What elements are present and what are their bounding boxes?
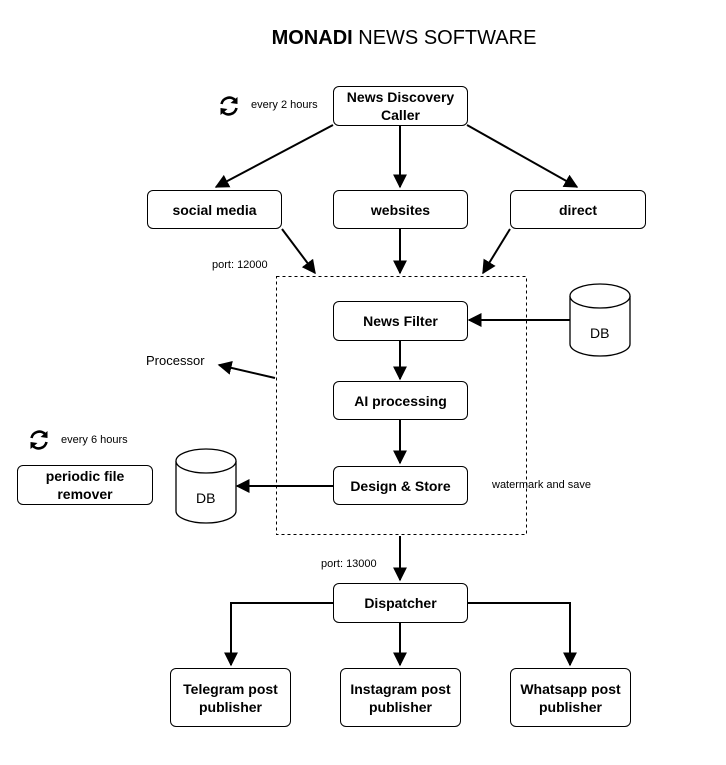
news-filter-node[interactable]: News Filter bbox=[333, 301, 468, 341]
news-discovery-caller-node[interactable]: News Discovery Caller bbox=[333, 86, 468, 126]
direct-node[interactable]: direct bbox=[510, 190, 646, 229]
schedule-label-2h: every 2 hours bbox=[251, 99, 318, 111]
db-cylinder-right bbox=[569, 283, 631, 357]
arrow-processor-label bbox=[217, 361, 276, 379]
db-label-left: DB bbox=[196, 490, 216, 506]
arrow-dispatcher-whatsapp bbox=[467, 602, 577, 667]
arrow-dispatcher-telegram bbox=[224, 602, 333, 667]
instagram-publisher-node[interactable]: Instagram post publisher bbox=[340, 668, 461, 727]
db-label-right: DB bbox=[590, 325, 610, 341]
port-label-13000: port: 13000 bbox=[321, 558, 377, 570]
websites-node[interactable]: websites bbox=[333, 190, 468, 229]
social-media-node[interactable]: social media bbox=[147, 190, 282, 229]
db-cylinder-left bbox=[175, 448, 237, 524]
processor-label: Processor bbox=[146, 353, 205, 368]
design-store-node[interactable]: Design & Store bbox=[333, 466, 468, 505]
schedule-label-6h: every 6 hours bbox=[61, 434, 128, 446]
refresh-icon bbox=[30, 430, 48, 450]
watermark-label: watermark and save bbox=[492, 479, 592, 491]
arrow-social-processor bbox=[281, 228, 316, 275]
periodic-file-remover-node[interactable]: periodic file remover bbox=[17, 465, 153, 505]
ai-processing-node[interactable]: AI processing bbox=[333, 381, 468, 420]
dispatcher-node[interactable]: Dispatcher bbox=[333, 583, 468, 623]
port-label-12000: port: 12000 bbox=[212, 259, 268, 271]
refresh-icon bbox=[220, 96, 238, 116]
processor-container bbox=[276, 276, 527, 535]
whatsapp-publisher-node[interactable]: Whatsapp post publisher bbox=[510, 668, 631, 727]
arrow-caller-direct bbox=[466, 124, 579, 188]
arrow-caller-social bbox=[214, 124, 334, 188]
arrow-direct-processor bbox=[482, 228, 511, 275]
page-title: MONADI NEWS SOFTWARE bbox=[271, 27, 537, 49]
telegram-publisher-node[interactable]: Telegram post publisher bbox=[170, 668, 291, 727]
